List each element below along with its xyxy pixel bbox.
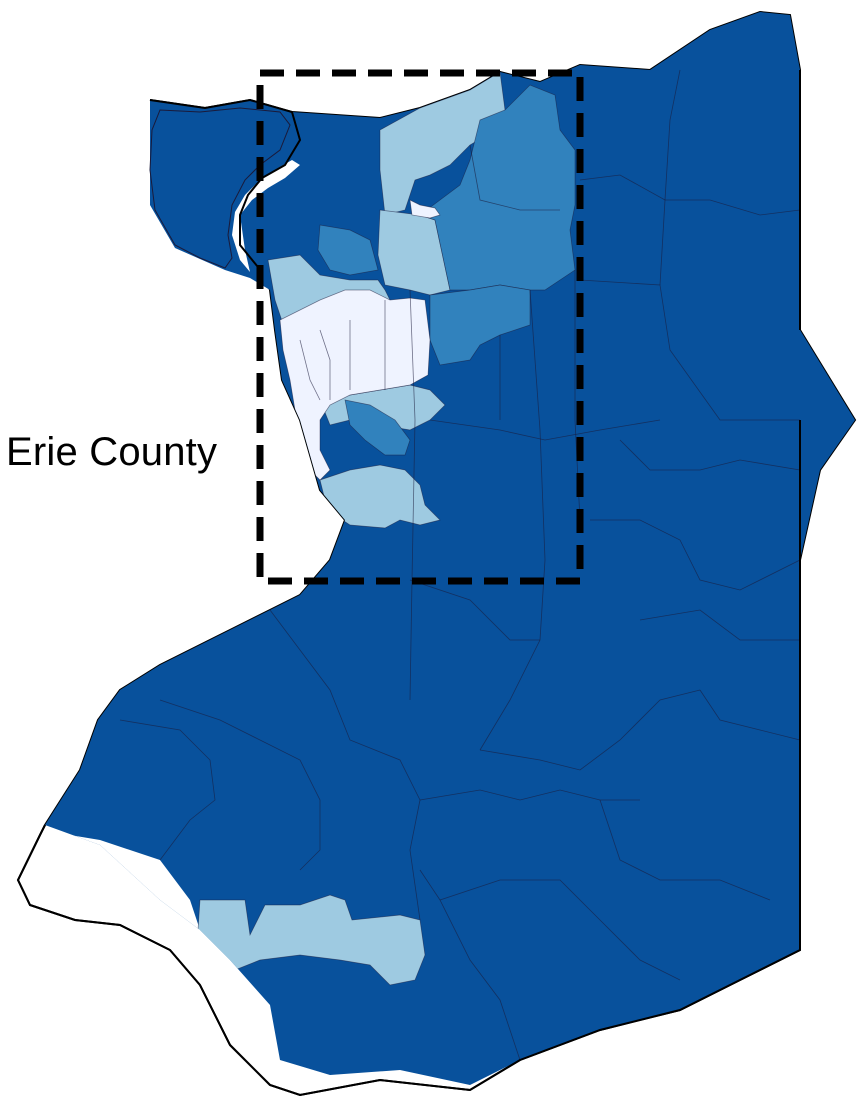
inset-box <box>256 69 584 585</box>
tract-region-dark-south <box>344 399 411 456</box>
county-boundary <box>16 70 801 1097</box>
tract-region-lightest-2 <box>409 199 441 219</box>
shoreline <box>149 98 302 273</box>
county-label: Erie County <box>6 430 218 474</box>
tract-region-dark-northeast <box>419 84 576 291</box>
tract-region-dark-west <box>317 224 379 276</box>
river-water <box>232 160 300 272</box>
grand-island <box>149 107 291 269</box>
tract-region-medium-south <box>197 894 426 986</box>
